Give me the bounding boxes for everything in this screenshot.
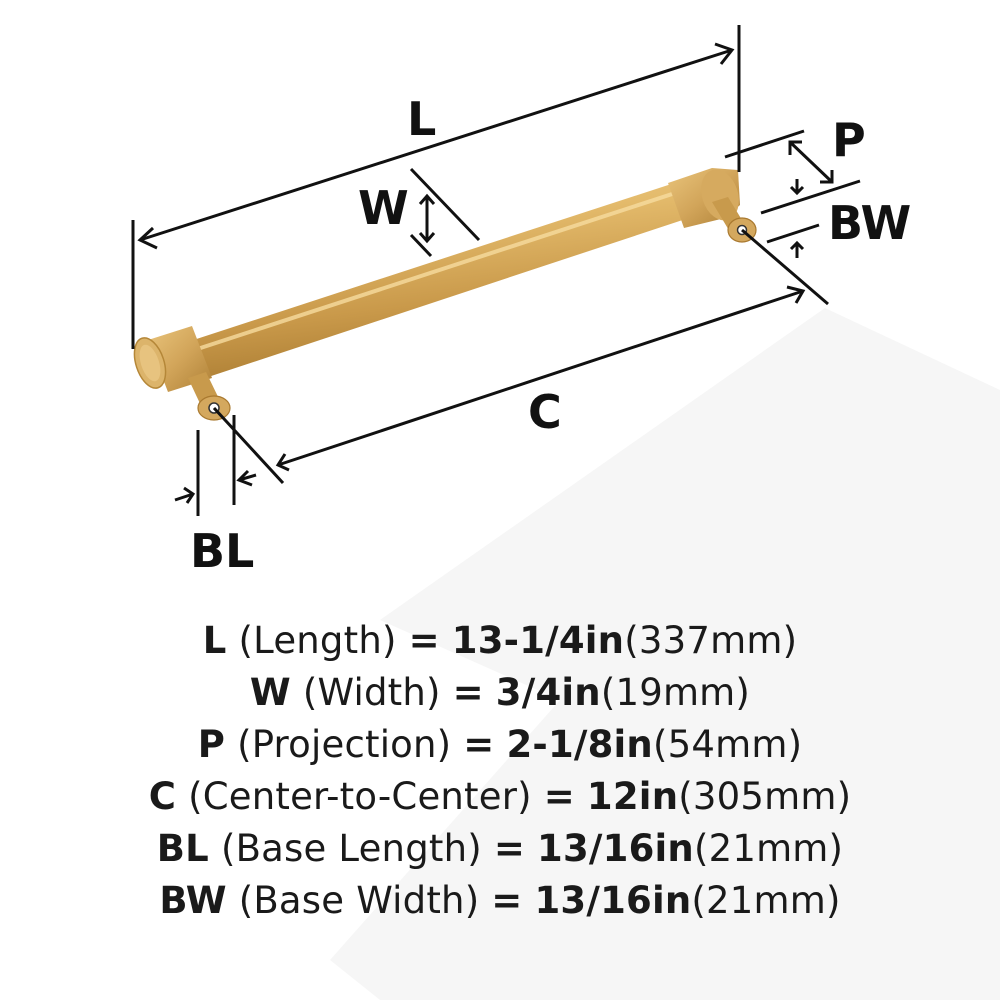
spec-name: (Length) <box>238 619 397 662</box>
spec-name: (Base Length) <box>220 827 482 870</box>
spec-name: (Projection) <box>237 723 452 766</box>
spec-row-base-length: BL (Base Length) = 13/16in(21mm) <box>0 823 1000 875</box>
spec-row-width: W (Width) = 3/4in(19mm) <box>0 667 1000 719</box>
spec-metric: (19mm) <box>600 671 751 714</box>
spec-row-base-width: BW (Base Width) = 13/16in(21mm) <box>0 875 1000 927</box>
spec-equals: = <box>491 879 523 922</box>
spec-metric: (54mm) <box>652 723 803 766</box>
label-C: C <box>528 385 562 439</box>
left-end-cap <box>133 326 231 421</box>
spec-equals: = <box>408 619 440 662</box>
spec-imperial: 13/16in <box>534 879 692 922</box>
label-W: W <box>358 181 409 235</box>
specifications-list: L (Length) = 13-1/4in(337mm) W (Width) =… <box>0 615 1000 927</box>
spec-imperial: 2-1/8in <box>506 723 653 766</box>
spec-row-length: L (Length) = 13-1/4in(337mm) <box>0 615 1000 667</box>
spec-code: P <box>197 723 226 766</box>
label-L: L <box>407 92 437 146</box>
spec-code: W <box>249 671 291 714</box>
length-dimension <box>131 25 741 349</box>
spec-row-projection: P (Projection) = 2-1/8in(54mm) <box>0 719 1000 771</box>
spec-name: (Center-to-Center) <box>188 775 532 818</box>
spec-imperial: 3/4in <box>495 671 601 714</box>
spec-imperial: 12in <box>586 775 679 818</box>
spec-equals: = <box>463 723 495 766</box>
spec-metric: (21mm) <box>693 827 844 870</box>
spec-equals: = <box>493 827 526 870</box>
handle-rod <box>172 172 722 385</box>
spec-row-center-to-center: C (Center-to-Center) = 12in(305mm) <box>0 771 1000 823</box>
center-to-center-dimension <box>212 228 829 485</box>
label-BW: BW <box>828 196 912 250</box>
spec-code: C <box>148 775 177 818</box>
spec-imperial: 13-1/4in <box>451 619 625 662</box>
spec-name: (Base Width) <box>238 879 480 922</box>
spec-metric: (21mm) <box>691 879 841 922</box>
spec-name: (Width) <box>302 671 441 714</box>
projection-dimension <box>724 129 861 215</box>
spec-metric: (337mm) <box>624 619 798 662</box>
spec-imperial: 13/16in <box>537 827 694 870</box>
spec-code: L <box>202 619 227 662</box>
spec-code: BW <box>159 879 227 922</box>
spec-code: BL <box>156 827 209 870</box>
spec-equals: = <box>452 671 484 714</box>
handle-dimension-diagram <box>131 25 861 516</box>
right-end-cap <box>668 168 757 243</box>
spec-equals: = <box>543 775 575 818</box>
spec-metric: (305mm) <box>678 775 852 818</box>
base-length-dimension <box>174 415 257 516</box>
base-width-dimension <box>766 223 820 258</box>
width-dimension <box>409 167 481 258</box>
label-P: P <box>832 113 866 167</box>
label-BL: BL <box>190 524 255 578</box>
